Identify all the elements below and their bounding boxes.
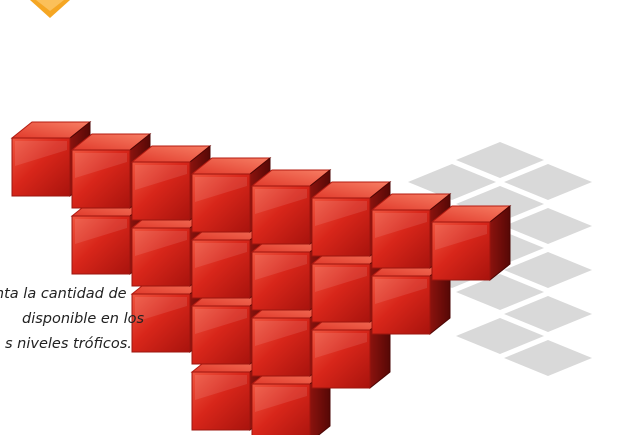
shadow-tile [456, 318, 544, 354]
shadow-tile [504, 164, 592, 200]
shadow-tile [504, 340, 592, 376]
shadow-tile [504, 252, 592, 288]
shadow-tile [456, 142, 544, 178]
red-cube [370, 192, 452, 270]
cube-stack [10, 120, 512, 435]
caption-line-3: s niveles tróficos. [5, 336, 132, 352]
shadow-tile [408, 164, 496, 200]
pyramid-caption: enta la cantidad de disponible en los s … [0, 282, 226, 357]
shadow-tile [504, 208, 592, 244]
corner-badge-icon [30, 0, 70, 18]
caption-line-2: disponible en los [22, 311, 145, 327]
shadow-tile [504, 296, 592, 332]
shadow-tile [456, 274, 544, 310]
red-cube [430, 204, 512, 282]
caption-line-1: enta la cantidad de [0, 286, 127, 302]
